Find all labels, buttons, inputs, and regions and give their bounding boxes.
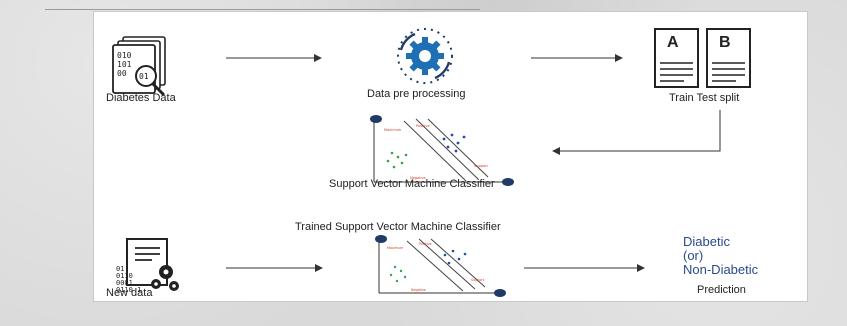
svg-text:Support: Support [474, 164, 488, 168]
svm-plot-trained: Maximum Positive Negative Support [375, 235, 506, 297]
svg-text:0001: 0001 [116, 279, 133, 287]
split-letter-b: B [719, 34, 731, 51]
new-data-label: New data [106, 287, 153, 299]
diagram-card: 010 101 00 01 [93, 11, 808, 302]
output-diabetic: Diabetic [683, 234, 730, 249]
svg-text:101: 101 [117, 60, 132, 69]
gear-cycle-icon [397, 28, 453, 84]
svg-text:Support: Support [471, 278, 485, 282]
svg-text:Maximum: Maximum [387, 246, 403, 250]
svg-text:Negative: Negative [411, 288, 426, 292]
database-magnifier-icon: 010 101 00 01 [112, 36, 166, 97]
prediction-label: Prediction [697, 284, 746, 296]
svg-text:0110: 0110 [116, 272, 133, 280]
svg-text:00: 00 [117, 69, 127, 78]
split-letter-a: A [667, 34, 679, 51]
svg-text:Positive: Positive [419, 242, 432, 246]
split-label: Train Test split [669, 92, 740, 104]
svg-text:Maximum: Maximum [384, 128, 402, 132]
arrow-split-to-svm [552, 110, 721, 155]
output-or: (or) [683, 248, 704, 263]
svg-text:010: 010 [117, 51, 132, 60]
document-gears-icon: 01 0110 0001 0110 1 [116, 238, 179, 294]
split-documents-icon [654, 28, 751, 88]
svg-text:Negative: Negative [410, 176, 426, 180]
svg-text:01: 01 [116, 265, 124, 273]
svm-plot-top: Maximum Positive Negative Support [370, 115, 514, 186]
trained-svm-label: Trained Support Vector Machine Classifie… [295, 221, 501, 233]
svm-classifier-label: Support Vector Machine Classifier [329, 178, 495, 190]
svg-text:01: 01 [139, 72, 149, 81]
output-non-diabetic: Non-Diabetic [683, 262, 759, 277]
svg-text:Positive: Positive [416, 124, 430, 128]
diabetes-data-label: Diabetes Data [106, 92, 176, 104]
top-rule [45, 9, 480, 10]
svg-text:0110 1: 0110 1 [116, 286, 141, 294]
diagram-canvas: 010 101 00 01 [112, 28, 751, 297]
preprocessing-label: Data pre processing [367, 88, 466, 100]
